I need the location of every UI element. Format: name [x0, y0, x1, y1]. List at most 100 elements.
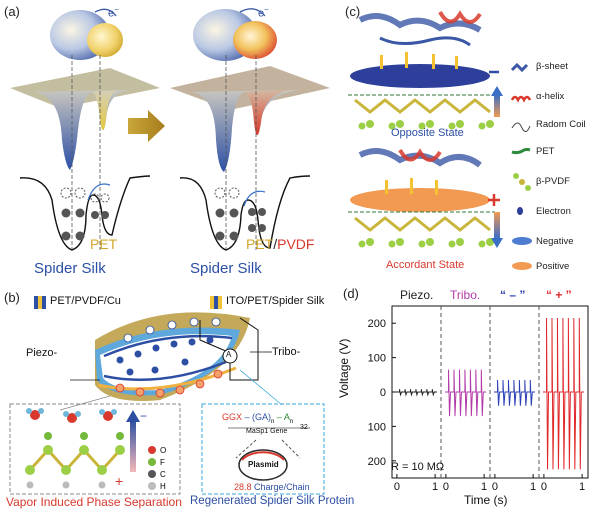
left-yellow-orbital: [87, 23, 123, 57]
gene-sequence: GGX – (GA)n – An: [222, 412, 294, 425]
pet-icon: [511, 148, 531, 155]
ammeter-icon: [222, 348, 238, 364]
electron-icon: [517, 207, 523, 215]
circuit-wire-1: [199, 320, 229, 353]
charge-per-chain: 28.8 Charge/Chain: [234, 482, 310, 492]
pet-pvdf-cu-label: PET/PVDF/Cu: [50, 295, 121, 307]
ammeter-label: A: [226, 350, 232, 359]
x-tick-label: 0: [443, 481, 449, 493]
opposite-state-graphic: [348, 10, 503, 130]
tribo-label: Tribo-: [272, 346, 301, 358]
electron-transfer-arrow: [94, 8, 117, 17]
left-plane: [10, 68, 160, 108]
gene-dash-1: [235, 439, 257, 459]
legend-beta-sheet: β-sheet: [536, 61, 568, 72]
accordant-polarization-arrow: [494, 212, 500, 238]
atom-o-label: O: [160, 446, 167, 455]
panel-d-label: (d): [343, 286, 359, 301]
atom-f-label: F: [160, 458, 165, 467]
zoom-line-left: [59, 395, 111, 411]
vips-caption: Vapor Induced Phase Separation: [6, 495, 182, 509]
electron-label-left: e−: [108, 5, 119, 20]
plasmid-ring: [238, 449, 288, 481]
piezo-header: Piezo.: [400, 288, 434, 302]
accordant-state-graphic: [348, 148, 503, 248]
vips-box: [9, 403, 181, 495]
right-potential-curve: [179, 175, 311, 251]
polarization-arrowhead: [126, 410, 140, 422]
device-top-electrons: [123, 317, 221, 343]
left-pet-label: PET: [90, 236, 118, 252]
water-molecules: [26, 408, 117, 423]
series-trace-2: [494, 379, 535, 406]
polarization-minus: −: [140, 409, 147, 423]
legend-random-coil: Radom Coil: [536, 119, 586, 130]
plasmid-insert: [241, 451, 285, 461]
series-trace-3: [543, 318, 584, 470]
electron-transfer-arrow-right: [239, 8, 266, 17]
resistance-label: R = 10 MΩ: [391, 461, 445, 473]
device-lens: [95, 312, 250, 401]
beta-sheet-icon: [510, 62, 529, 73]
series-trace-0: [396, 389, 437, 397]
right-electron-levels: [214, 187, 266, 241]
left-funnel-yellow: [92, 90, 118, 130]
right-funnel-blue: [188, 90, 300, 172]
legend-positive: Positive: [536, 261, 570, 272]
ito-pet-silk-label: ITO/PET/Spider Silk: [226, 295, 325, 307]
legend-icons: [510, 62, 532, 270]
x-tick-label: 0: [492, 481, 498, 493]
series-trace-1: [445, 369, 486, 417]
accordant-state-label: Accordant State: [386, 259, 465, 271]
atom-h-icon: [148, 482, 156, 490]
zoom-line-right: [239, 369, 283, 406]
x-tick-label: 0: [394, 481, 400, 493]
ito-pet-silk-swatch: [210, 296, 222, 309]
negative-icon: [512, 237, 532, 245]
tribo-header: Tribo.: [450, 288, 481, 302]
protein-box: [201, 403, 325, 495]
y-tick-label: 0: [380, 387, 386, 399]
positive-header: “ + ”: [546, 288, 572, 302]
gene-repeat: 32: [300, 424, 308, 431]
right-energy-surface: [170, 8, 330, 251]
atom-c-label: C: [160, 470, 166, 479]
panel-b-label: (b): [4, 290, 20, 305]
random-coil-icon: [511, 122, 531, 132]
right-red-orbital: [233, 21, 277, 59]
y-tick-label: 200: [368, 456, 386, 468]
atom-h-label: H: [160, 482, 166, 491]
y-axis-label: Voltage (V): [337, 338, 351, 398]
left-energy-surface: [10, 8, 160, 251]
pet-pvdf-cu-swatch: [34, 296, 46, 309]
alpha-helix-icon: [510, 95, 532, 103]
protein-caption: Regenerated Spider Silk Protein: [190, 495, 355, 507]
x-tick-label: 1: [579, 481, 585, 493]
panel-a-label: (a): [4, 4, 20, 19]
legend-alpha-helix: α-helix: [536, 91, 565, 102]
panel-a-graphic: [10, 8, 330, 251]
y-tick-label: 200: [368, 318, 386, 330]
beta-pvdf-icon: [513, 173, 531, 191]
negative-header: “ – ”: [500, 288, 526, 302]
y-tick-label: 100: [368, 353, 386, 365]
panel-b-graphic: − +: [9, 312, 325, 495]
x-axis-label: Time (s): [464, 493, 508, 507]
negative-plane: [350, 64, 490, 88]
atom-o-icon: [148, 446, 156, 454]
x-tick-label: 0: [541, 481, 547, 493]
piezo-label: Piezo-: [26, 347, 58, 359]
x-tick-label: 1: [530, 481, 536, 493]
polarization-bar: [130, 420, 136, 472]
x-tick-label: 1: [432, 481, 438, 493]
panel-c-graphic: [348, 10, 532, 270]
transition-arrow: [128, 110, 165, 142]
x-tick-label: 1: [481, 481, 487, 493]
gene-dash-2: [281, 439, 301, 459]
y-tick-label: 100: [368, 421, 386, 433]
right-spider-silk-label: Spider Silk: [190, 260, 262, 277]
opposite-pvdf-chain: [354, 98, 494, 130]
left-electron-levels: [60, 183, 111, 241]
